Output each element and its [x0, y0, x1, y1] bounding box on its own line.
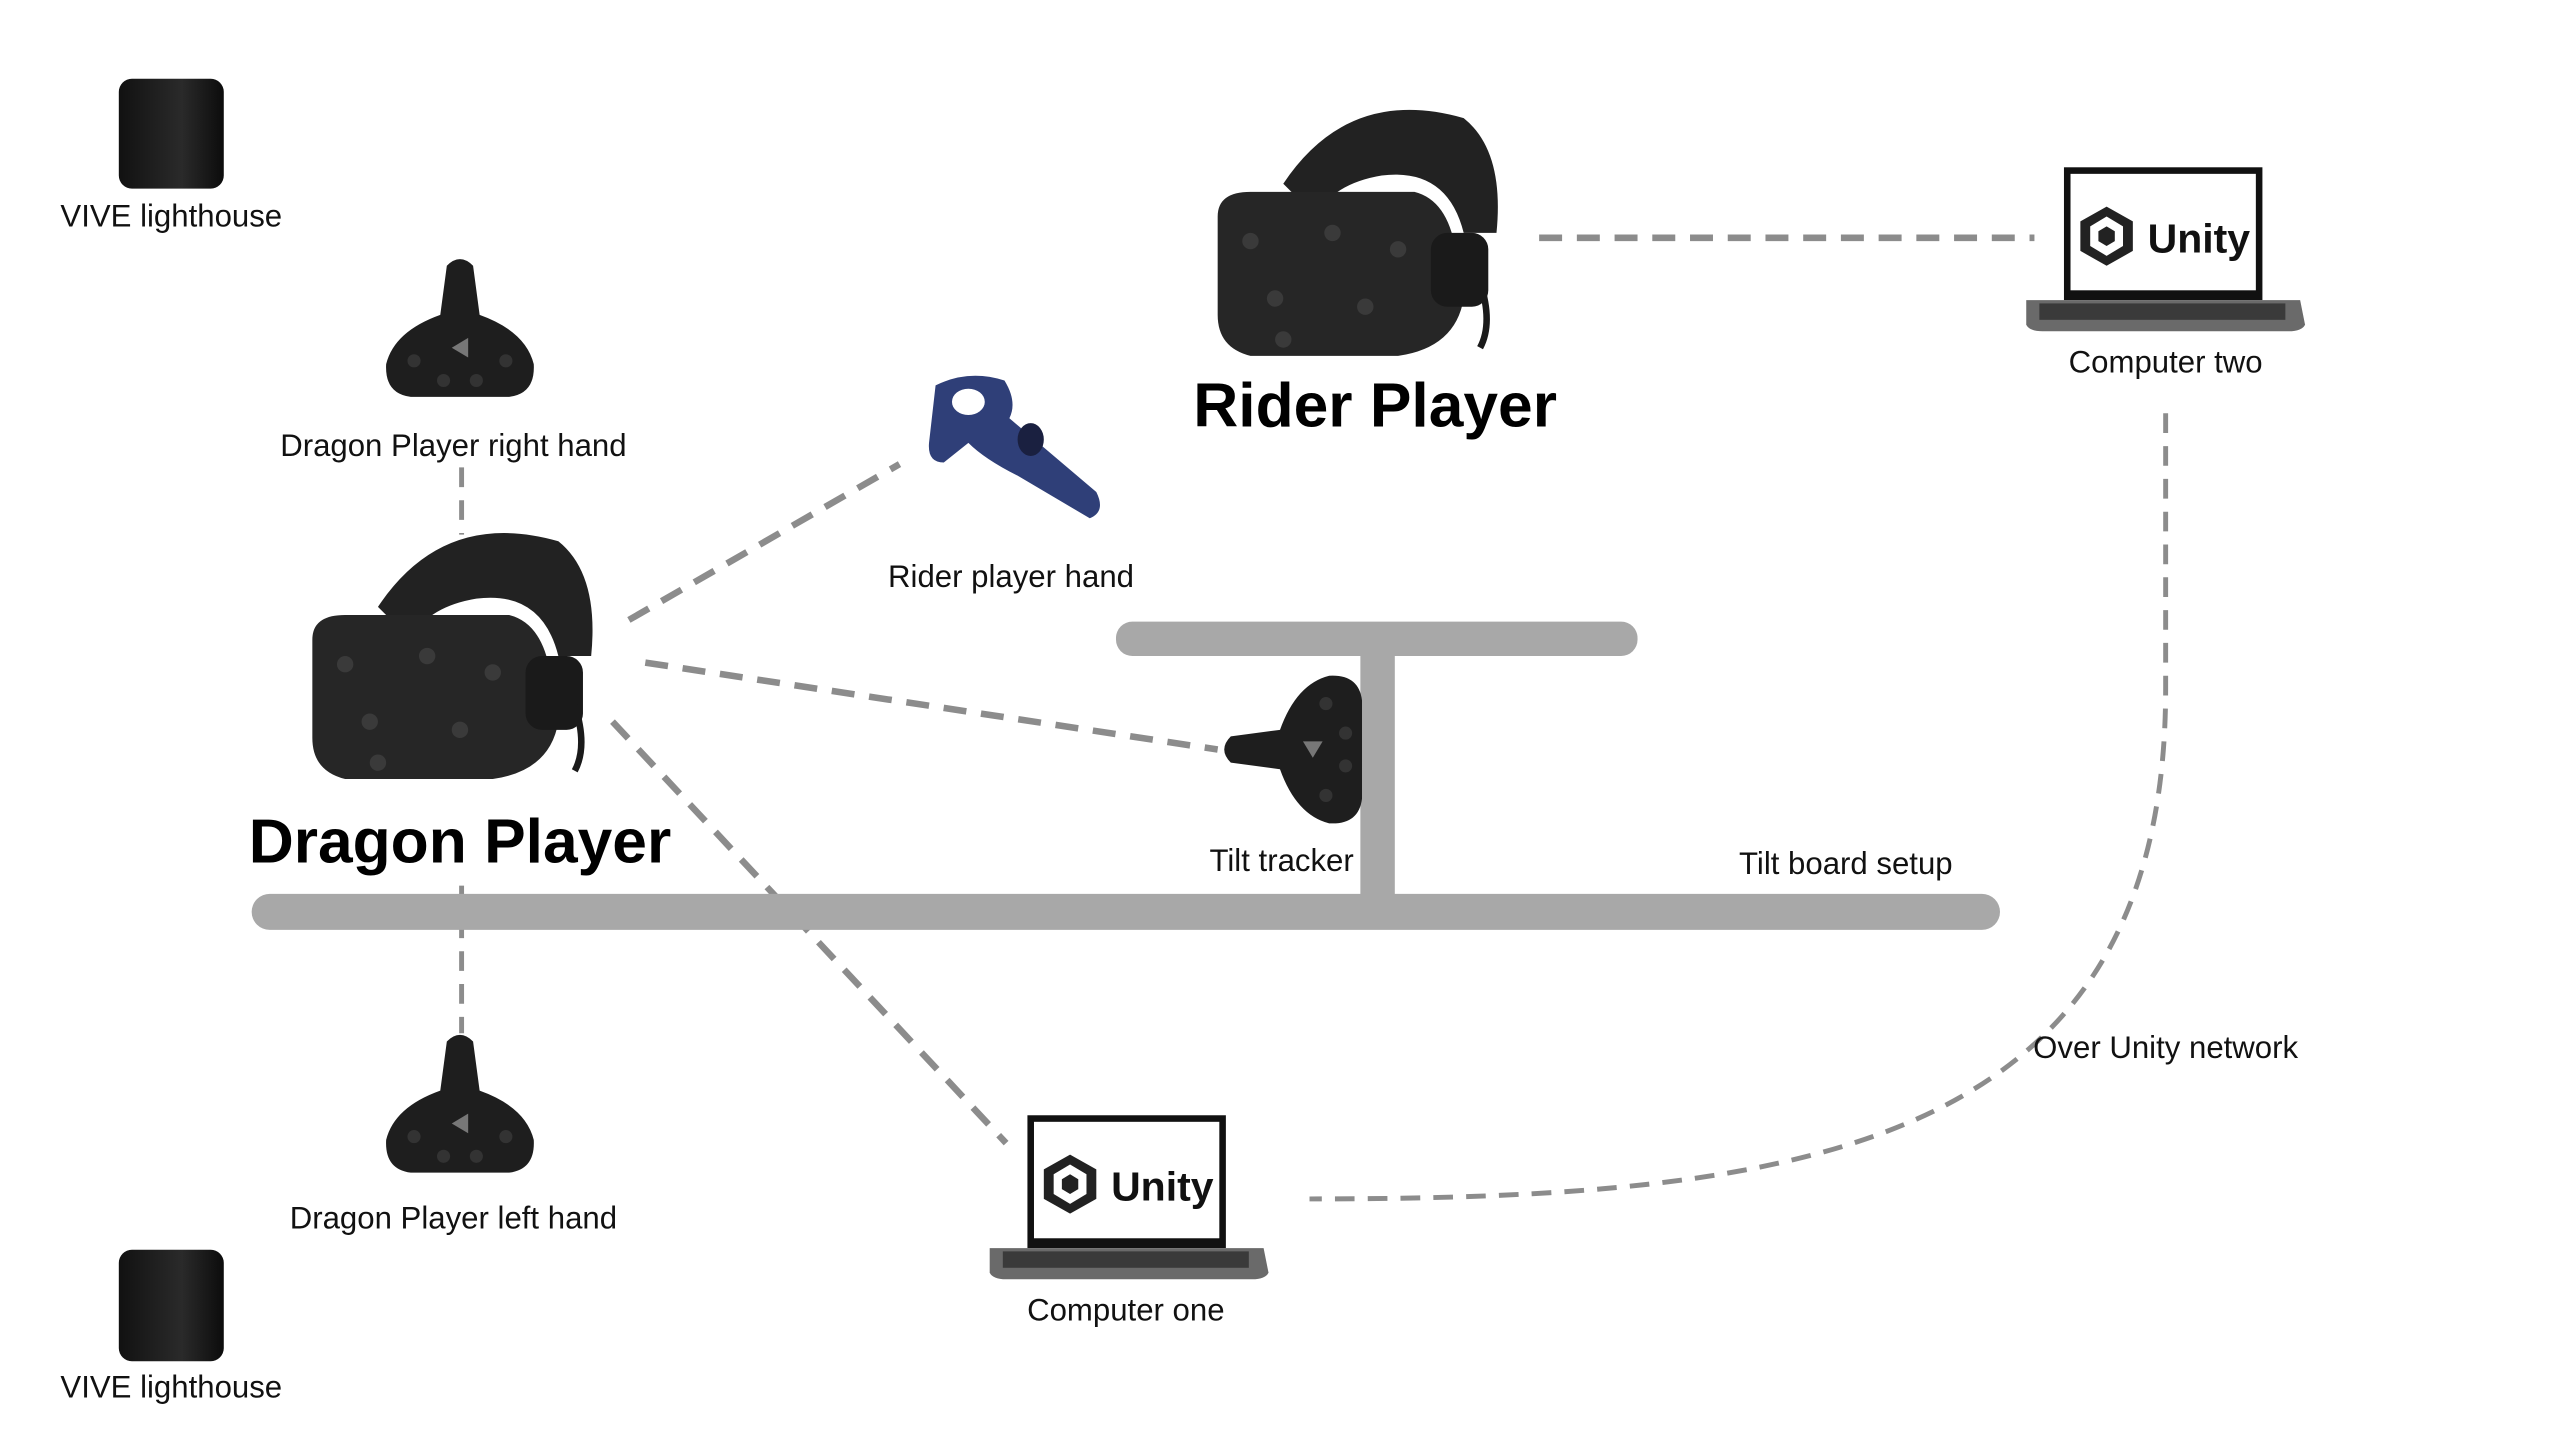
computer-one-label: Computer one: [1027, 1292, 1224, 1327]
tilt-board-post: [1360, 647, 1395, 911]
vive-controller-icon: [928, 375, 1100, 519]
connector-network: [1309, 413, 2169, 1202]
connector-computer-one: [610, 719, 1009, 1146]
tilt-tracker-label: Tilt tracker: [1210, 843, 1354, 878]
vive-tracker-icon: [386, 259, 534, 397]
unity-logo: Unity: [2148, 216, 2251, 262]
rider-hand-label: Rider player hand: [888, 559, 1134, 594]
laptop-computer-two: Unity: [2026, 167, 2306, 332]
lighthouse-bottom-label: VIVE lighthouse: [60, 1369, 282, 1404]
rider-player-title: Rider Player: [1193, 371, 1557, 440]
vive-tracker-icon: [386, 1034, 534, 1173]
connector-rider-hand: [627, 461, 902, 623]
dragon-left-hand-label: Dragon Player left hand: [290, 1200, 617, 1235]
laptop-computer-one: Unity: [989, 1115, 1269, 1280]
tilt-board-top: [1115, 621, 1638, 657]
tilt-board-label: Tilt board setup: [1739, 846, 1953, 881]
lighthouse-icon: [118, 78, 224, 189]
lighthouse-top-label: VIVE lighthouse: [60, 198, 282, 233]
network-label: Over Unity network: [2033, 1030, 2298, 1065]
tilt-board-base: [251, 893, 2001, 930]
connector-tilt-tracker: [644, 659, 1219, 753]
vive-headset-icon: [312, 533, 592, 779]
vive-headset-icon: [1218, 110, 1498, 356]
computer-two-label: Computer two: [2069, 344, 2263, 379]
lighthouse-icon: [118, 1249, 224, 1362]
unity-logo: Unity: [1111, 1164, 1214, 1210]
dragon-right-hand-label: Dragon Player right hand: [280, 428, 626, 463]
dragon-player-title: Dragon Player: [249, 808, 672, 877]
vive-tracker-icon: [1224, 675, 1363, 824]
